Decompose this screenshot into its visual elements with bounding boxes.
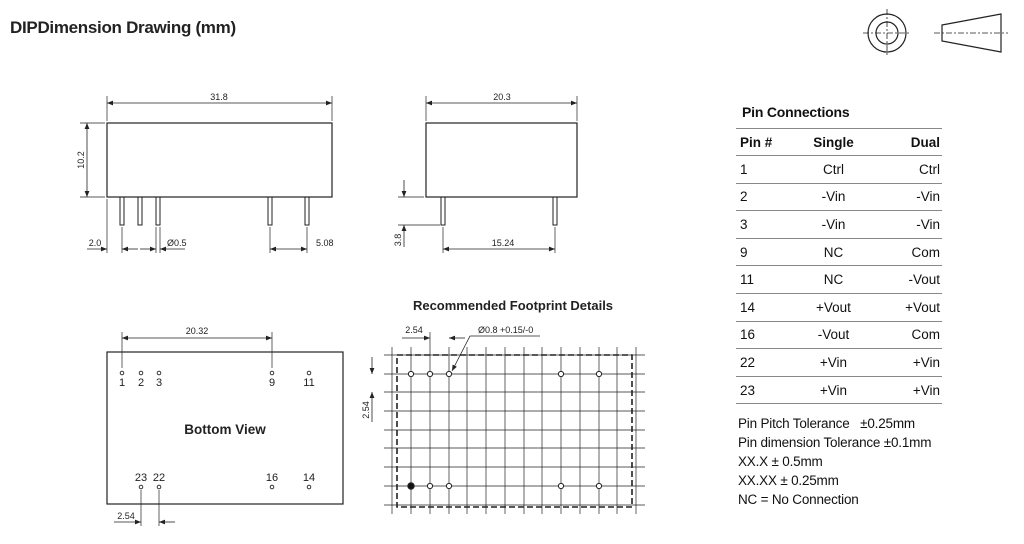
page-title: DIPDimension Drawing (mm) [10, 18, 236, 37]
table-row: 22+Vin+Vin [736, 348, 942, 377]
note-line: XX.X ± 0.5mm [738, 454, 823, 470]
dual-cell: Ctrl [872, 155, 942, 184]
pin-cell: 11 [736, 265, 794, 294]
dual-cell: -Vout [872, 265, 942, 294]
bottom-pitch-label: 2.54 [117, 511, 135, 521]
bottom-span-label: 20.32 [186, 326, 209, 336]
pin-cell: 22 [736, 348, 794, 377]
dual-cell: -Vin [872, 210, 942, 239]
note-line: NC = No Connection [738, 492, 859, 508]
side-width-label: 20.3 [493, 92, 511, 102]
side-row-spacing-label: 15.24 [492, 238, 515, 248]
single-cell: +Vin [794, 376, 873, 405]
front-view [80, 96, 333, 253]
footprint-dimensions [369, 332, 540, 422]
front-pin-spacing-label: 5.08 [316, 238, 334, 248]
single-cell: Ctrl [794, 155, 873, 184]
pin-cell: 9 [736, 238, 794, 267]
dual-cell: +Vout [872, 293, 942, 322]
single-cell: +Vout [794, 293, 873, 322]
pin-table-header: Pin # Single Dual [736, 128, 942, 156]
note-line: Pin Pitch Tolerance ±0.25mm [738, 416, 915, 432]
footprint-vertical-pitch-label: 2.54 [361, 401, 371, 419]
pin-label-11: 11 [303, 377, 314, 389]
projection-cone-icon [934, 13, 1008, 53]
footprint-pitch-label: 2.54 [405, 325, 423, 335]
bottom-view-label: Bottom View [184, 422, 266, 437]
note-line: Pin dimension Tolerance ±0.1mm [738, 435, 932, 451]
front-height-label: 10.2 [76, 151, 86, 169]
bottom-view [106, 332, 344, 526]
table-row: 23+Vin+Vin [736, 376, 942, 405]
front-pin-diameter-label: Ø0.5 [167, 238, 187, 248]
table-row: 3-Vin-Vin [736, 210, 942, 239]
pin-label-16: 16 [266, 472, 278, 484]
footprint-grid [384, 347, 645, 514]
dual-cell: +Vin [872, 348, 942, 377]
pin-cell: 3 [736, 210, 794, 239]
pin-connections-title: Pin Connections [742, 104, 850, 120]
table-row: 14+Vout+Vout [736, 293, 942, 322]
pin-cell: 23 [736, 376, 794, 405]
single-cell: NC [794, 265, 873, 294]
single-cell: +Vin [794, 348, 873, 377]
pin-label-2: 2 [138, 377, 144, 389]
single-cell: -Vout [794, 321, 873, 350]
header-single: Single [794, 128, 873, 156]
footprint-holes [407, 370, 603, 490]
side-view [398, 96, 578, 253]
note-line: XX.XX ± 0.25mm [738, 473, 839, 489]
pin-cell: 1 [736, 155, 794, 184]
header-pin: Pin # [736, 128, 794, 156]
footprint-outline [396, 354, 633, 508]
pin-label-23: 23 [135, 472, 147, 484]
dual-cell: +Vin [872, 376, 942, 405]
pin-label-14: 14 [303, 472, 315, 484]
footprint-title: Recommended Footprint Details [413, 298, 613, 313]
single-cell: -Vin [794, 210, 873, 239]
dual-cell: -Vin [872, 183, 942, 212]
front-edge-offset-label: 2.0 [89, 238, 102, 248]
pin-label-9: 9 [269, 377, 275, 389]
footprint-hole-label: Ø0.8 +0.15/-0 [478, 325, 533, 335]
front-width-label: 31.8 [210, 92, 228, 102]
single-cell: -Vin [794, 183, 873, 212]
dual-cell: Com [872, 238, 942, 267]
dual-cell: Com [872, 321, 942, 350]
tolerance-notes: Pin Pitch Tolerance ±0.25mm Pin dimensio… [736, 414, 944, 509]
table-row: 2-Vin-Vin [736, 183, 942, 212]
side-pin-length-label: 3.8 [393, 234, 403, 247]
single-cell: NC [794, 238, 873, 267]
pin-label-3: 3 [156, 377, 162, 389]
pin-label-1: 1 [119, 377, 125, 389]
pin-cell: 14 [736, 293, 794, 322]
pin-label-22: 22 [153, 472, 165, 484]
header-dual: Dual [872, 128, 942, 156]
pin-cell: 16 [736, 321, 794, 350]
pin-cell: 2 [736, 183, 794, 212]
projection-circle-icon [863, 9, 911, 57]
